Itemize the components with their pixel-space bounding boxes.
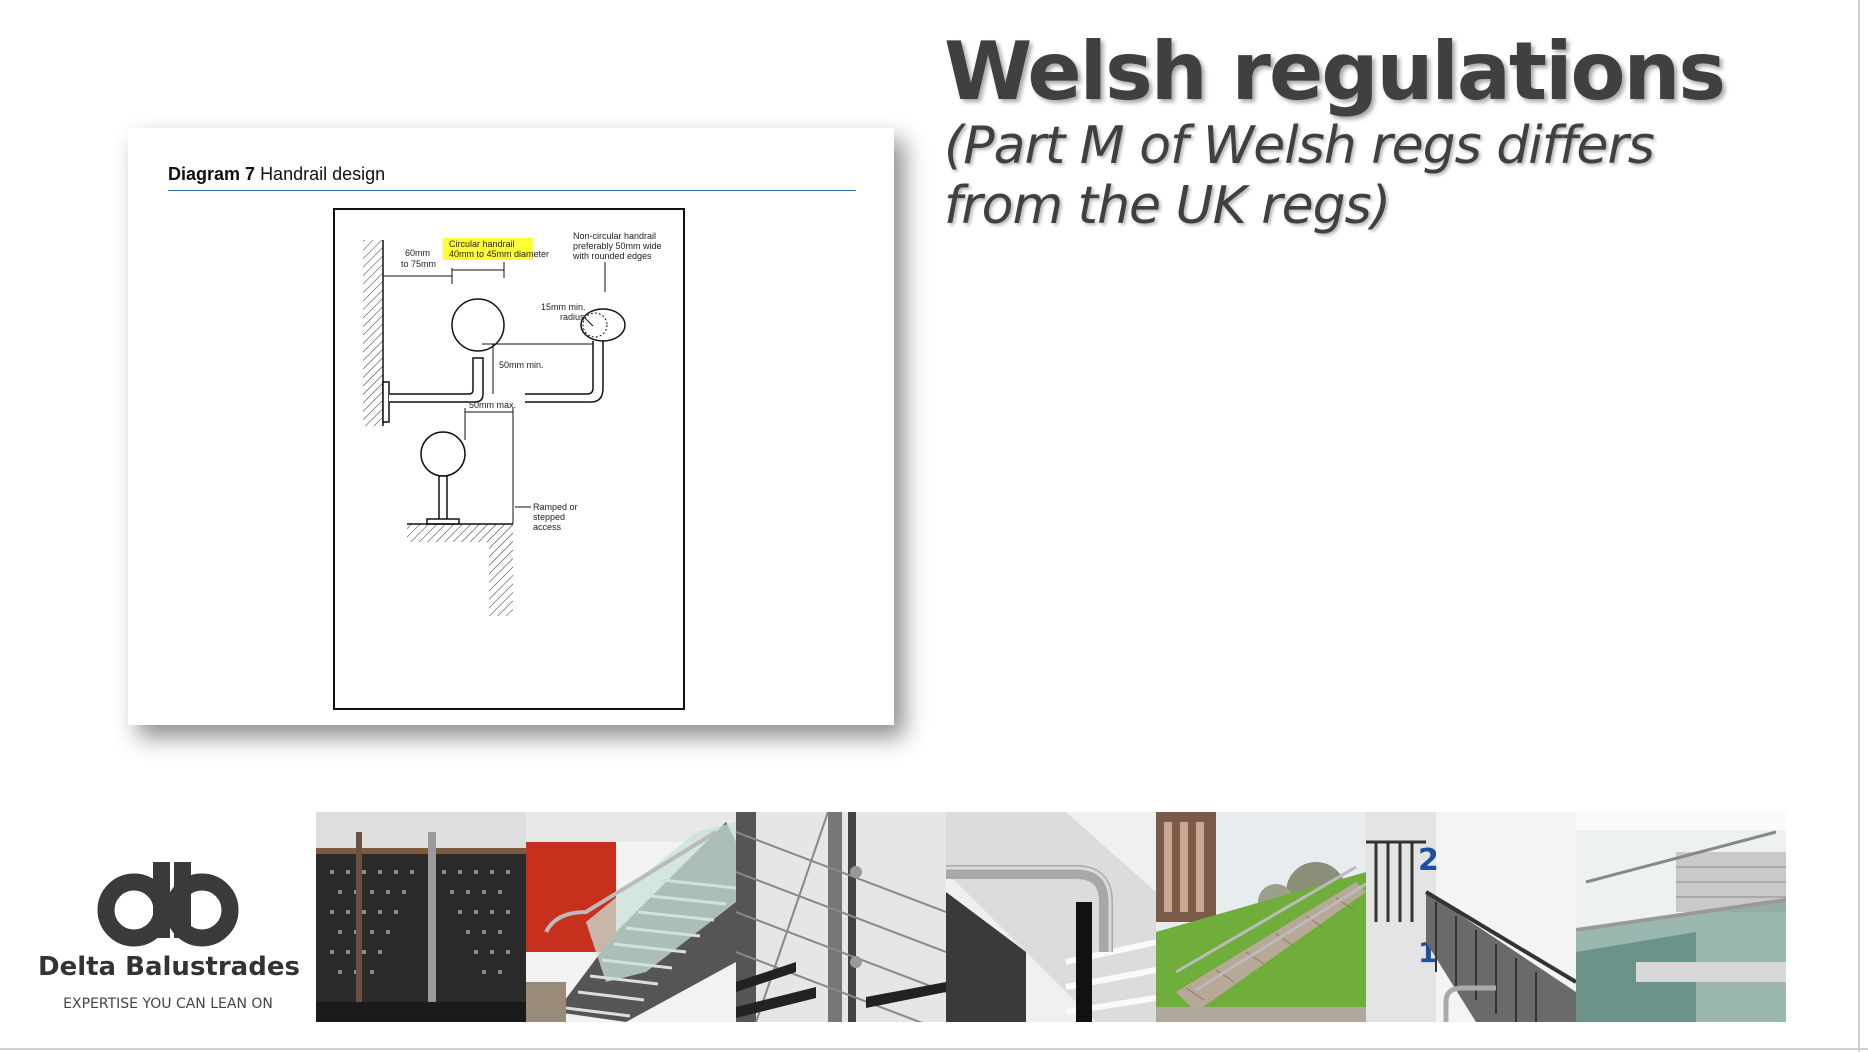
wire-infill-balustrade-photo [736, 812, 946, 1022]
post-handrail-profile [420, 431, 466, 477]
glass-staircase-red-wall-photo [526, 812, 736, 1022]
heading-divider [168, 190, 856, 191]
diagram-number: Diagram 7 [168, 164, 256, 184]
highlight-mark [443, 238, 533, 260]
level-sign-icon: 2 [1418, 843, 1439, 878]
steel-handrail-closeup-photo [946, 812, 1156, 1022]
brand-name: Delta Balustrades [38, 952, 300, 982]
delta-balustrades-logo-icon [97, 862, 239, 947]
wall-gap-label-2: to 75mm [401, 259, 436, 269]
diagram-heading: Diagram 7 Handrail design [168, 164, 385, 185]
wall-bracket-plate [382, 381, 390, 423]
clearance-label: 50mm min. [499, 360, 544, 370]
noncircular-label-3: with rounded edges [572, 251, 652, 261]
cropped-text-line [298, 128, 678, 132]
projection-label: 50mm max. [469, 400, 516, 410]
regulation-document-excerpt: Diagram 7 Handrail design 60mm to 75mm [128, 128, 894, 725]
wall-gap-label: 60mm [405, 248, 430, 258]
slide-bottom-edge [0, 1048, 1868, 1050]
noncircular-label-2: preferably 50mm wide [573, 241, 662, 251]
slide-title: Welsh regulations [944, 25, 1726, 118]
access-label-2: stepped [533, 512, 565, 522]
access-label-3: access [533, 522, 562, 532]
slide-right-edge [1858, 0, 1860, 1052]
circular-handrail-profile [451, 298, 505, 352]
slide-subtitle: (Part M of Welsh regs differs from the U… [944, 116, 1655, 236]
radius-label: 15mm min. [541, 302, 586, 312]
noncircular-handrail-profile [580, 308, 626, 342]
circular-handrail-label: Circular handrail [449, 239, 515, 249]
access-label: Ramped or [533, 502, 578, 512]
external-stairs-grass-photo [1156, 812, 1366, 1022]
noncircular-label: Non-circular handrail [573, 231, 656, 241]
diagram-title: Handrail design [260, 164, 386, 184]
wall-hatching [363, 240, 383, 426]
handrail-bracket [389, 357, 484, 403]
handrail-diagram-frame: 60mm to 75mm Circular handrail 40mm to 4… [333, 208, 685, 710]
circular-handrail-diameter: 40mm to 45mm diameter [449, 249, 549, 259]
handrail-post [438, 475, 448, 521]
glass-atrium-balustrade-photo [1576, 812, 1786, 1022]
handrail-diagram: 60mm to 75mm Circular handrail 40mm to 4… [363, 231, 662, 616]
brand-tagline: EXPERTISE YOU CAN LEAN ON [63, 996, 273, 1012]
radius-label-2: radius [560, 312, 585, 322]
stairwell-level-2-photo: 2 1 [1366, 812, 1576, 1022]
floor-hatching [407, 524, 513, 542]
perforated-metal-balustrade-photo [316, 812, 526, 1022]
